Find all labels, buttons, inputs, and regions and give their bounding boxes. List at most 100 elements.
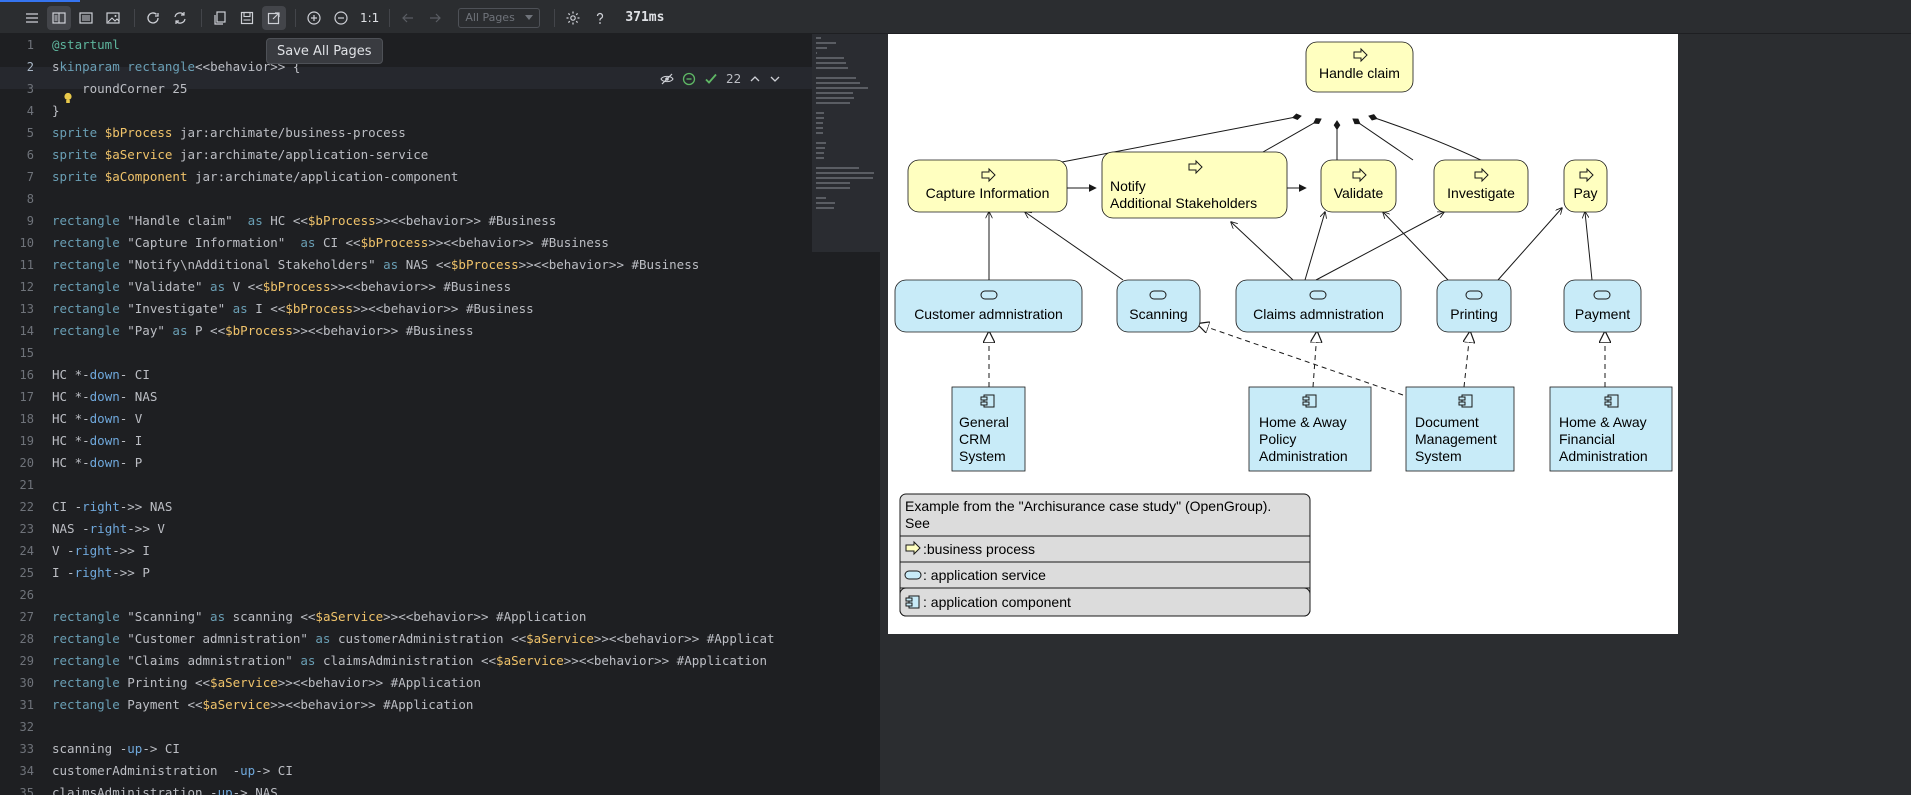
line-number[interactable]: 31 bbox=[19, 698, 34, 712]
code-line[interactable]: NAS -right->> V bbox=[52, 518, 165, 540]
line-number[interactable]: 34 bbox=[19, 764, 34, 778]
open-external-icon[interactable] bbox=[262, 5, 286, 30]
split-view-icon[interactable] bbox=[47, 5, 71, 30]
code-line[interactable]: rectangle "Pay" as P <<$bProcess>><<beha… bbox=[52, 320, 473, 342]
code-line[interactable]: @startuml bbox=[52, 34, 120, 56]
line-number[interactable]: 28 bbox=[19, 632, 34, 646]
line-number[interactable]: 15 bbox=[19, 346, 34, 360]
node-scanning[interactable]: Scanning bbox=[1116, 279, 1201, 333]
line-number[interactable]: 22 bbox=[19, 500, 34, 514]
line-number[interactable]: 18 bbox=[19, 412, 34, 426]
node-validate[interactable]: Validate bbox=[1320, 159, 1397, 213]
line-number[interactable]: 19 bbox=[19, 434, 34, 448]
line-number[interactable]: 8 bbox=[26, 192, 34, 206]
zoom-reset-button[interactable]: 1:1 bbox=[360, 10, 380, 25]
code-line[interactable]: rectangle "Claims admnistration" as clai… bbox=[52, 650, 767, 672]
line-number[interactable]: 24 bbox=[19, 544, 34, 558]
line-number[interactable]: 25 bbox=[19, 566, 34, 580]
code-line[interactable]: rectangle "Scanning" as scanning <<$aSer… bbox=[52, 606, 586, 628]
code-line[interactable]: HC *-down- V bbox=[52, 408, 142, 430]
node-printing[interactable]: Printing bbox=[1436, 279, 1512, 333]
minimap-viewport[interactable] bbox=[812, 34, 880, 252]
code-line[interactable]: rectangle "Investigate" as I <<$bProcess… bbox=[52, 298, 534, 320]
node-home-away-policy-administration[interactable]: Home & Away Policy Administration bbox=[1248, 386, 1372, 472]
node-claims-administration[interactable]: Claims admnistration bbox=[1235, 279, 1402, 333]
chevron-down-icon[interactable] bbox=[769, 73, 781, 85]
line-number[interactable]: 26 bbox=[19, 588, 34, 602]
code-line[interactable]: rectangle "Validate" as V <<$bProcess>><… bbox=[52, 276, 511, 298]
line-number[interactable]: 32 bbox=[19, 720, 34, 734]
code-line[interactable]: scanning -up-> CI bbox=[52, 738, 180, 760]
code-line[interactable]: HC *-down- P bbox=[52, 452, 142, 474]
editor-only-icon[interactable] bbox=[74, 6, 98, 30]
line-number[interactable]: 21 bbox=[19, 478, 34, 492]
line-number[interactable]: 33 bbox=[19, 742, 34, 756]
forward-icon[interactable] bbox=[423, 6, 447, 30]
code-line[interactable]: V -right->> I bbox=[52, 540, 150, 562]
settings-icon[interactable] bbox=[561, 6, 585, 30]
line-number[interactable]: 30 bbox=[19, 676, 34, 690]
code-line[interactable]: rectangle Payment <<$aService>><<behavio… bbox=[52, 694, 473, 716]
line-number[interactable]: 20 bbox=[19, 456, 34, 470]
save-icon[interactable] bbox=[235, 6, 259, 30]
code-line[interactable]: skinparam rectangle<<behavior>> { bbox=[52, 56, 300, 78]
node-payment[interactable]: Payment bbox=[1563, 279, 1642, 333]
line-number[interactable]: 23 bbox=[19, 522, 34, 536]
node-customer-administration[interactable]: Customer admnistration bbox=[894, 279, 1083, 333]
node-handle-claim[interactable]: Handle claim bbox=[1305, 41, 1414, 93]
help-icon[interactable] bbox=[588, 6, 612, 30]
code-line[interactable]: claimsAdministration -up-> NAS bbox=[52, 782, 278, 795]
code-line[interactable]: rectangle "Customer admnistration" as cu… bbox=[52, 628, 775, 650]
line-number[interactable]: 13 bbox=[19, 302, 34, 316]
node-notify-additional-stakeholders[interactable]: Notify Additional Stakeholders bbox=[1101, 151, 1288, 219]
code-line[interactable]: sprite $bProcess jar:archimate/business-… bbox=[52, 122, 406, 144]
pages-select[interactable]: All Pages bbox=[458, 7, 541, 28]
menu-icon[interactable] bbox=[20, 6, 44, 30]
zoom-out-icon[interactable] bbox=[329, 6, 353, 30]
line-number[interactable]: 16 bbox=[19, 368, 34, 382]
line-number[interactable]: 9 bbox=[26, 214, 34, 228]
code-line[interactable]: rectangle "Capture Information" as CI <<… bbox=[52, 232, 609, 254]
code-line[interactable]: customerAdministration -up-> CI bbox=[52, 760, 293, 782]
code-line[interactable]: } bbox=[52, 100, 60, 122]
code-line[interactable]: HC *-down- CI bbox=[52, 364, 150, 386]
code-line[interactable]: rectangle "Notify\nAdditional Stakeholde… bbox=[52, 254, 699, 276]
line-number[interactable]: 3 bbox=[26, 82, 34, 96]
copy-icon[interactable] bbox=[208, 6, 232, 30]
node-document-management-system[interactable]: Document Management System bbox=[1405, 386, 1515, 472]
code-line[interactable]: rectangle "Handle claim" as HC <<$bProce… bbox=[52, 210, 556, 232]
line-number[interactable]: 7 bbox=[26, 170, 34, 184]
code-line[interactable]: CI -right->> NAS bbox=[52, 496, 172, 518]
code-line[interactable]: HC *-down- NAS bbox=[52, 386, 157, 408]
line-number[interactable]: 17 bbox=[19, 390, 34, 404]
line-number[interactable]: 1 bbox=[26, 38, 34, 52]
line-number[interactable]: 29 bbox=[19, 654, 34, 668]
lightbulb-icon[interactable] bbox=[63, 92, 73, 104]
zoom-in-icon[interactable] bbox=[302, 6, 326, 30]
minimap[interactable] bbox=[812, 34, 880, 254]
back-icon[interactable] bbox=[396, 6, 420, 30]
line-number[interactable]: 5 bbox=[26, 126, 34, 140]
line-number[interactable]: 35 bbox=[19, 786, 34, 795]
code-line[interactable]: roundCorner 25 bbox=[52, 78, 187, 100]
code-line[interactable]: sprite $aService jar:archimate/applicati… bbox=[52, 144, 428, 166]
line-number[interactable]: 2 bbox=[26, 60, 34, 74]
line-number[interactable]: 14 bbox=[19, 324, 34, 338]
eye-off-icon[interactable] bbox=[660, 72, 674, 86]
chevron-up-icon[interactable] bbox=[749, 73, 761, 85]
diagram-canvas[interactable]: Handle claim Capture Information Notify … bbox=[888, 34, 1678, 634]
line-number[interactable]: 10 bbox=[19, 236, 34, 250]
node-capture-information[interactable]: Capture Information bbox=[907, 159, 1068, 213]
line-number[interactable]: 11 bbox=[19, 258, 34, 272]
code-line[interactable]: HC *-down- I bbox=[52, 430, 142, 452]
line-number[interactable]: 4 bbox=[26, 104, 34, 118]
code-line[interactable]: rectangle Printing <<$aService>><<behavi… bbox=[52, 672, 481, 694]
refresh-icon[interactable] bbox=[141, 6, 165, 30]
sync-icon[interactable] bbox=[168, 6, 192, 30]
node-general-crm-system[interactable]: General CRM System bbox=[951, 386, 1026, 472]
node-home-away-financial-administration[interactable]: Home & Away Financial Administration bbox=[1549, 386, 1673, 472]
code-line[interactable]: sprite $aComponent jar:archimate/applica… bbox=[52, 166, 458, 188]
line-number[interactable]: 27 bbox=[19, 610, 34, 624]
